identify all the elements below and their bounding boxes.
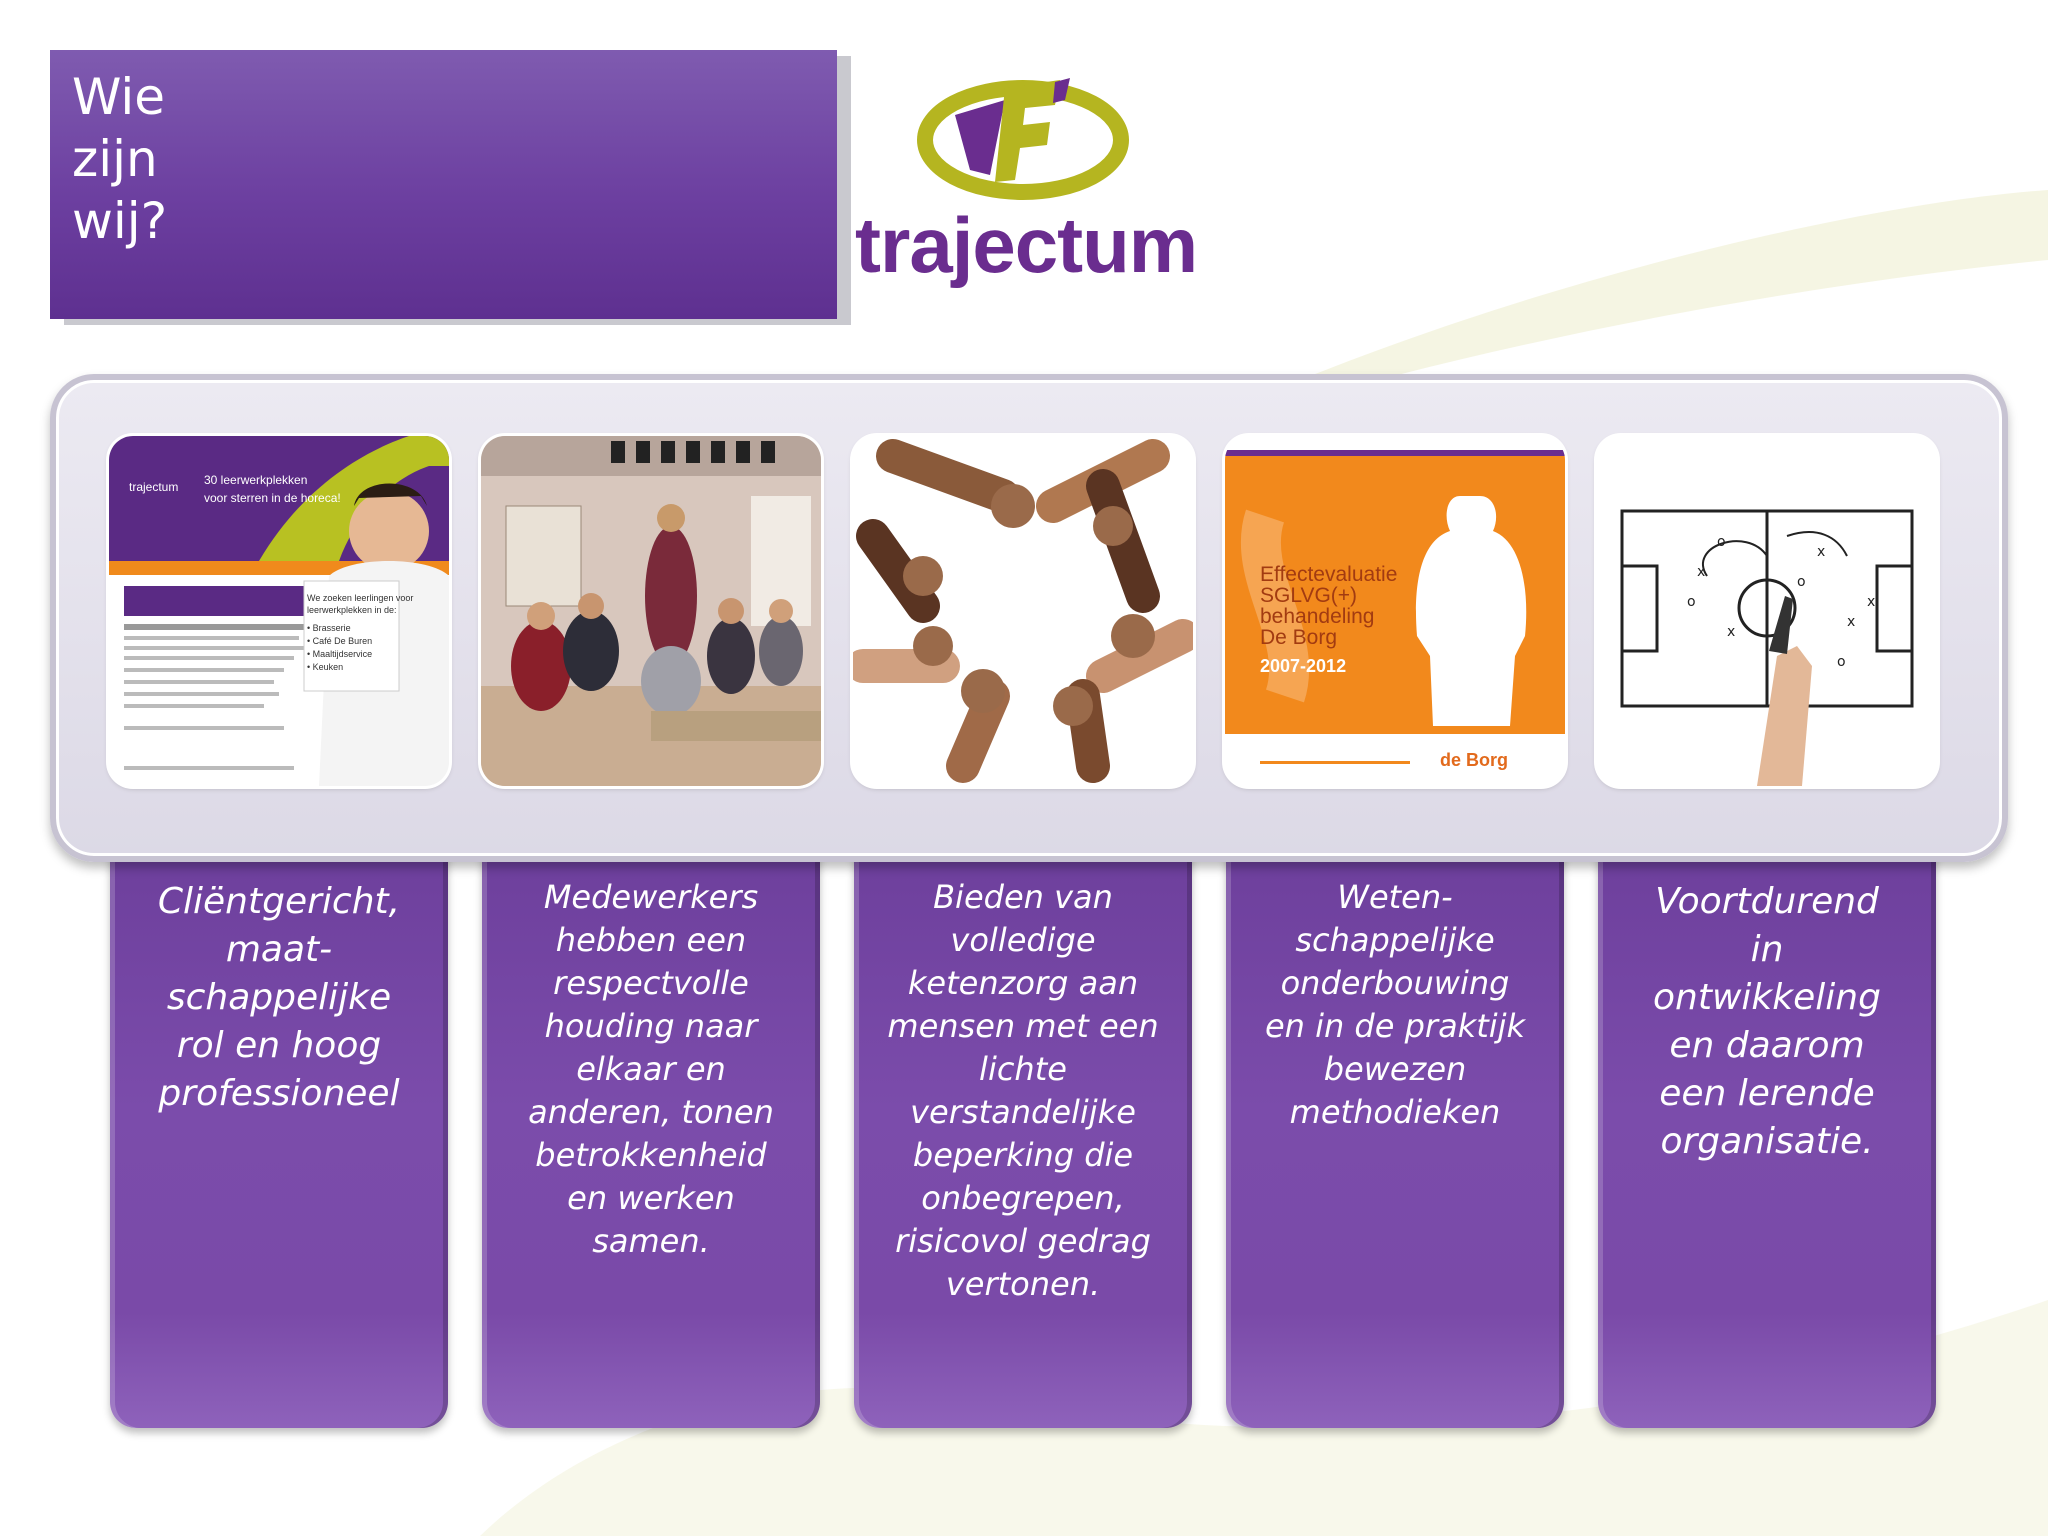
value-column-5: Voortdurend in ontwikkeling en daarom ee… (1598, 848, 1936, 1428)
value-column-2: Medewerkers hebben een respectvolle houd… (482, 848, 820, 1428)
svg-text:x: x (1817, 544, 1825, 560)
report-title-line-3: behandeling (1260, 605, 1374, 628)
value-text-1: Cliëntgericht, maat- schappelijke rol en… (157, 881, 401, 1114)
tactics-board-illustration: oxo xox oxx (1597, 436, 1937, 786)
value-column-1: Cliëntgericht, maat- schappelijke rol en… (110, 848, 448, 1428)
report-title-line-4: De Borg (1260, 626, 1337, 649)
report-cover-illustration: Effectevaluatie SGLVG(+) behandeling De … (1225, 436, 1565, 786)
meeting-illustration (481, 436, 821, 786)
svg-text:trajectum: trajectum (129, 480, 178, 494)
svg-text:• Brasserie: • Brasserie (307, 623, 351, 633)
svg-text:30 leerwerkplekken: 30 leerwerkplekken (204, 473, 307, 487)
report-title-line-2: SGLVG(+) (1260, 584, 1357, 607)
svg-text:x: x (1727, 624, 1735, 640)
value-text-5: Voortdurend in ontwikkeling en daarom ee… (1653, 881, 1881, 1162)
svg-text:• Maaltijdservice: • Maaltijdservice (307, 649, 372, 659)
svg-text:x: x (1847, 614, 1855, 630)
svg-text:• Keuken: • Keuken (307, 662, 343, 672)
meeting-image (481, 436, 821, 786)
trajectum-logo: trajectum (855, 70, 1198, 290)
svg-text:voor sterren in de horeca!: voor sterren in de horeca! (204, 491, 341, 505)
report-years: 2007-2012 (1260, 656, 1346, 676)
report-title-line-1: Effectevaluatie (1260, 563, 1397, 586)
svg-text:o: o (1717, 534, 1726, 550)
value-text-2: Medewerkers hebben een respectvolle houd… (528, 878, 774, 1260)
svg-text:x: x (1867, 594, 1875, 610)
value-text-4: Weten- schappelijke onderbouwing en in d… (1264, 878, 1526, 1131)
value-column-4: Weten- schappelijke onderbouwing en in d… (1226, 848, 1564, 1428)
report-brand: de Borg (1440, 750, 1508, 770)
report-cover-image: Effectevaluatie SGLVG(+) behandeling De … (1225, 436, 1565, 786)
svg-text:o: o (1837, 654, 1846, 670)
value-column-3: Bieden van volledige ketenzorg aan mense… (854, 848, 1192, 1428)
brochure-illustration: We zoeken leerlingen voor leerwerkplekke… (109, 436, 449, 786)
svg-text:We zoeken leerlingen voor: We zoeken leerlingen voor (307, 593, 413, 603)
linked-hands-image (853, 436, 1193, 786)
slide-title: Wie zijn wij? (72, 68, 168, 250)
svg-text:• Café De Buren: • Café De Buren (307, 636, 372, 646)
title-box: Wie zijn wij? (50, 50, 837, 319)
logo-emblem-icon (917, 78, 1129, 200)
value-text-3: Bieden van volledige ketenzorg aan mense… (887, 878, 1159, 1303)
svg-text:o: o (1687, 594, 1696, 610)
svg-text:o: o (1797, 574, 1806, 590)
svg-text:leerwerkplekken in de:: leerwerkplekken in de: (307, 605, 397, 615)
svg-text:x: x (1697, 564, 1705, 580)
linked-hands-illustration (853, 436, 1193, 786)
logo-wordmark: trajectum (855, 201, 1198, 289)
brochure-image: We zoeken leerlingen voor leerwerkplekke… (109, 436, 449, 786)
